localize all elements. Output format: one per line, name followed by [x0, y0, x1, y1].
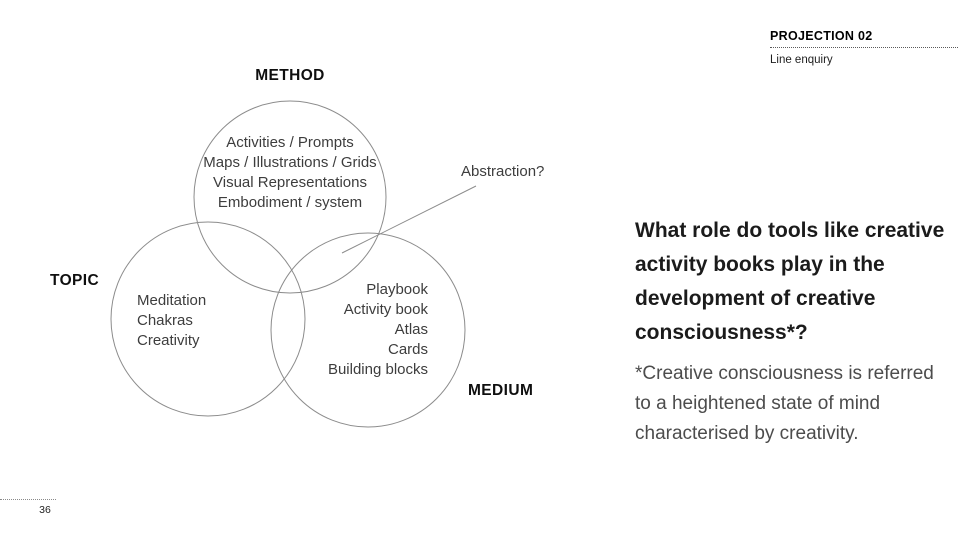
- header-block: PROJECTION 02 Line enquiry: [770, 29, 958, 66]
- medium-item: Atlas: [394, 321, 428, 338]
- question-line: activity books play in the: [635, 253, 885, 276]
- medium-item: Activity book: [343, 301, 428, 318]
- method-circle: [193, 100, 387, 294]
- medium-items: Playbook Activity book Atlas Cards Build…: [278, 280, 428, 380]
- kicker-rule: [770, 47, 958, 48]
- question-line: What role do tools like creative: [635, 219, 945, 242]
- topic-label: TOPIC: [50, 272, 100, 289]
- medium-circle: [270, 232, 466, 428]
- medium-item: Building blocks: [327, 361, 428, 378]
- medium-item: Cards: [387, 341, 428, 358]
- research-question: What role do tools like creative activit…: [635, 214, 944, 350]
- abstraction-leader-line: [341, 185, 477, 254]
- footer-rule: [0, 499, 56, 500]
- footnote: *Creative consciousness is referred to a…: [635, 359, 934, 449]
- method-item: Visual Representations: [213, 174, 367, 191]
- footnote-line: characterised by creativity.: [635, 423, 859, 444]
- method-item: Maps / Illustrations / Grids: [203, 154, 377, 171]
- medium-item: Playbook: [366, 281, 428, 298]
- question-line: consciousness*?: [635, 321, 808, 344]
- topic-item: Meditation: [137, 292, 207, 309]
- question-line: development of creative: [635, 287, 876, 310]
- projection-kicker: PROJECTION 02: [770, 29, 873, 43]
- footnote-line: *Creative consciousness is referred: [635, 363, 934, 384]
- method-item: Activities / Prompts: [226, 134, 354, 151]
- topic-item: Creativity: [137, 332, 200, 349]
- topic-items: Meditation Chakras Creativity: [137, 291, 206, 351]
- method-label: METHOD: [255, 67, 325, 84]
- topic-item: Chakras: [137, 312, 193, 329]
- page-number: 36: [39, 504, 51, 516]
- method-item: Embodiment / system: [217, 194, 363, 211]
- line-enquiry-subtitle: Line enquiry: [770, 54, 833, 66]
- topic-circle: [110, 221, 306, 417]
- footnote-line: to a heightened state of mind: [635, 393, 881, 414]
- method-items: Activities / Prompts Maps / Illustration…: [168, 133, 412, 213]
- medium-label: MEDIUM: [468, 382, 534, 399]
- abstraction-annotation: Abstraction?: [461, 163, 545, 180]
